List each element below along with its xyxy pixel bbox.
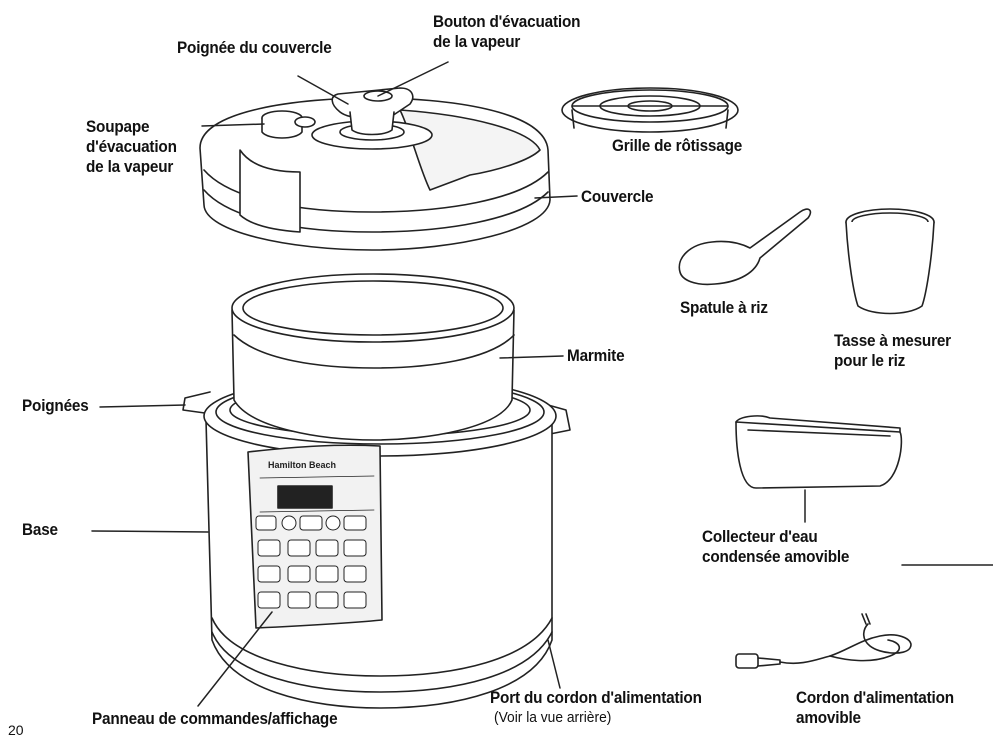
lid-illustration xyxy=(199,87,551,251)
rack-illustration xyxy=(561,87,739,133)
power-cord-illustration xyxy=(735,613,912,669)
label-steam-button-line2: de la vapeur xyxy=(433,32,521,51)
label-rice-spatula: Spatule à riz xyxy=(680,298,768,317)
label-power-cord-line2: amovible xyxy=(796,708,861,727)
label-condensation-line1: Collecteur d'eau xyxy=(702,527,818,546)
label-rack: Grille de rôtissage xyxy=(612,136,743,155)
label-power-port: Port du cordon d'alimentation xyxy=(490,688,702,707)
label-steam-valve-line2: d'évacuation xyxy=(86,137,177,156)
label-lid: Couvercle xyxy=(581,187,654,206)
label-measuring-cup-line1: Tasse à mesurer xyxy=(834,331,951,350)
label-condensation-collector: Collecteur d'eau condensée amovible xyxy=(702,527,849,567)
label-steam-valve-line1: Soupape xyxy=(86,117,150,136)
label-control-panel: Panneau de commandes/affichage xyxy=(92,709,338,728)
label-power-cord-line1: Cordon d'alimentation xyxy=(796,688,954,707)
label-measuring-cup: Tasse à mesurer pour le riz xyxy=(834,331,951,371)
leader-lines xyxy=(91,61,993,707)
label-power-port-note: (Voir la vue arrière) xyxy=(494,709,612,726)
control-panel-illustration: Hamilton Beach xyxy=(247,444,383,629)
panel-brand-text: Hamilton Beach xyxy=(268,460,336,470)
label-steam-release-valve: Soupape d'évacuation de la vapeur xyxy=(86,117,177,177)
label-condensation-line2: condensée amovible xyxy=(702,547,850,566)
label-lid-handle: Poignée du couvercle xyxy=(177,38,332,57)
label-measuring-cup-line2: pour le riz xyxy=(834,351,906,370)
spatula-illustration xyxy=(678,208,812,286)
measuring-cup-illustration xyxy=(845,208,935,315)
label-base: Base xyxy=(22,520,58,539)
condensation-collector-illustration xyxy=(735,415,903,489)
label-steam-release-button: Bouton d'évacuation de la vapeur xyxy=(433,12,580,52)
label-steam-valve-line3: de la vapeur xyxy=(86,157,174,176)
label-handles: Poignées xyxy=(22,396,89,415)
label-pot: Marmite xyxy=(567,346,625,365)
pot-illustration xyxy=(231,273,515,441)
page-number: 20 xyxy=(8,722,24,738)
label-steam-button-line1: Bouton d'évacuation xyxy=(433,12,581,31)
label-power-cord: Cordon d'alimentation amovible xyxy=(796,688,954,728)
